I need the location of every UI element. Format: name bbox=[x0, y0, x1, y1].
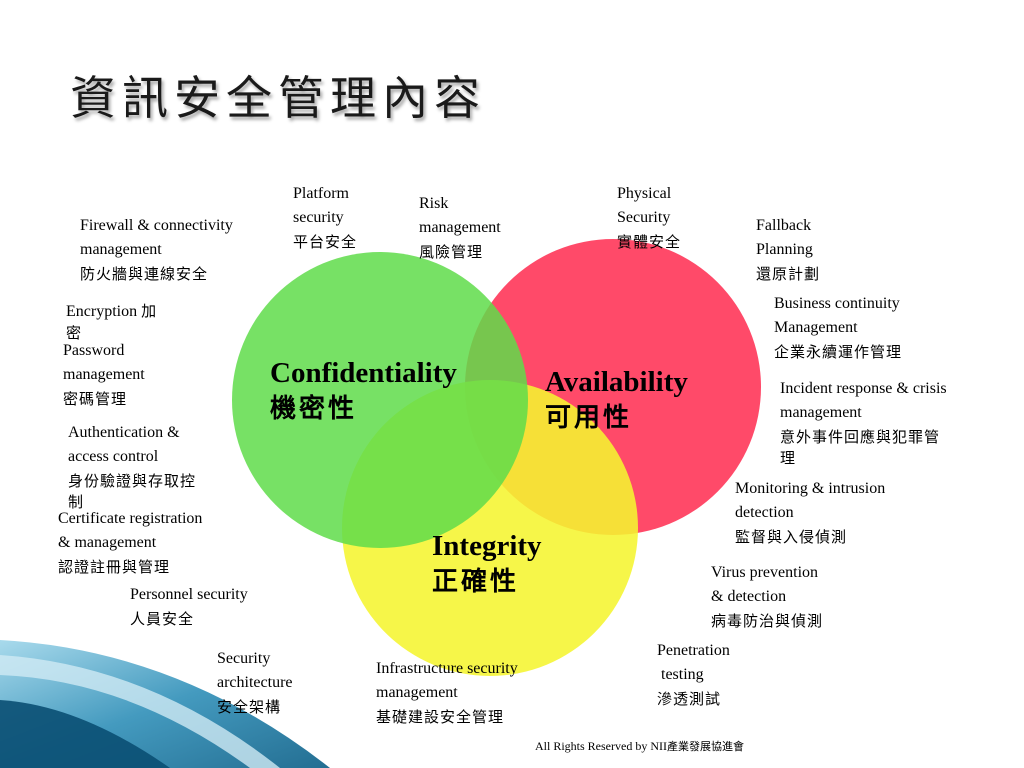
label-authentication: Authentication & access control 身份驗證與存取控… bbox=[68, 421, 196, 511]
label-personnel-security: Personnel security 人員安全 bbox=[130, 583, 248, 631]
label-text: Personnel security bbox=[130, 586, 248, 603]
label-text-zh: 企業永續運作管理 bbox=[774, 343, 903, 361]
integrity-label: Integrity 正確性 bbox=[432, 528, 542, 600]
label-text: Authentication & bbox=[68, 424, 180, 441]
label-text: architecture bbox=[217, 674, 293, 691]
label-text: Security bbox=[617, 209, 671, 226]
label-text-zh: 制 bbox=[68, 493, 85, 511]
footer-text: All Rights Reserved by NII bbox=[535, 739, 667, 753]
label-text: Risk bbox=[419, 195, 449, 212]
label-monitoring: Monitoring & intrusion detection 監督與入侵偵測 bbox=[735, 477, 885, 549]
label-text: Management bbox=[774, 319, 858, 336]
label-physical-security: Physical Security 實體安全 bbox=[617, 182, 681, 254]
label-text: Security bbox=[217, 650, 271, 667]
label-text-zh: 加 bbox=[141, 302, 158, 320]
label-text: Planning bbox=[756, 241, 813, 258]
label-text: Fallback bbox=[756, 217, 812, 234]
confidentiality-label: Confidentiality 機密性 bbox=[270, 355, 457, 427]
label-text-zh: 實體安全 bbox=[617, 233, 682, 251]
label-fallback-planning: Fallback Planning 還原計劃 bbox=[756, 214, 820, 286]
availability-zh: 可用性 bbox=[545, 403, 633, 433]
label-text-zh: 理 bbox=[780, 449, 797, 467]
decorative-swoosh-light bbox=[0, 655, 280, 768]
label-text: management bbox=[80, 241, 162, 258]
integrity-en: Integrity bbox=[432, 530, 542, 562]
label-text: management bbox=[376, 684, 458, 701]
label-text: Certificate registration bbox=[58, 510, 203, 527]
footer-text-zh: 產業發展協進會 bbox=[666, 740, 744, 753]
label-text-zh: 基礎建設安全管理 bbox=[376, 708, 505, 726]
label-text: Monitoring & intrusion bbox=[735, 480, 886, 497]
integrity-zh: 正確性 bbox=[432, 567, 520, 597]
label-text-zh: 密 bbox=[66, 324, 83, 342]
label-text-zh: 認證註冊與管理 bbox=[58, 558, 171, 576]
label-virus-prevention: Virus prevention & detection 病毒防治與偵測 bbox=[711, 561, 823, 633]
confidentiality-en: Confidentiality bbox=[270, 357, 457, 389]
label-text-zh: 還原計劃 bbox=[756, 265, 821, 283]
label-text: Infrastructure security bbox=[376, 660, 518, 677]
label-penetration-testing: Penetration testing 滲透測試 bbox=[657, 639, 730, 711]
label-text-zh: 人員安全 bbox=[130, 610, 195, 628]
label-text: access control bbox=[68, 448, 159, 465]
label-text: Encryption bbox=[66, 303, 138, 320]
label-text: management bbox=[780, 404, 862, 421]
label-text-zh: 密碼管理 bbox=[63, 390, 128, 408]
label-text: detection bbox=[735, 504, 794, 521]
label-text: management bbox=[419, 219, 501, 236]
slide-title: 資訊安全管理內容 bbox=[70, 71, 486, 125]
label-password-management: Password management 密碼管理 bbox=[63, 339, 145, 411]
label-security-architecture: Security architecture 安全架構 bbox=[217, 647, 293, 719]
label-text-zh: 監督與入侵偵測 bbox=[735, 528, 848, 546]
label-text: & management bbox=[58, 534, 157, 551]
label-text-zh: 平台安全 bbox=[293, 233, 358, 251]
decorative-swoosh-dark bbox=[0, 700, 170, 768]
label-text: testing bbox=[657, 666, 704, 683]
label-platform-security: Platform security 平台安全 bbox=[293, 182, 357, 254]
label-text: Penetration bbox=[657, 642, 730, 659]
label-text-zh: 滲透測試 bbox=[657, 690, 722, 708]
label-text: Platform bbox=[293, 185, 349, 202]
availability-en: Availability bbox=[545, 366, 688, 398]
label-text-zh: 身份驗證與存取控 bbox=[68, 472, 197, 490]
label-business-continuity: Business continuity Management 企業永續運作管理 bbox=[774, 292, 902, 364]
label-text: Incident response & crisis bbox=[780, 380, 947, 397]
confidentiality-zh: 機密性 bbox=[270, 394, 358, 424]
label-text-zh: 風險管理 bbox=[419, 243, 484, 261]
label-text: Firewall & connectivity bbox=[80, 217, 233, 234]
label-text: Password bbox=[63, 342, 125, 359]
availability-label: Availability 可用性 bbox=[545, 364, 688, 436]
label-text: Business continuity bbox=[774, 295, 900, 312]
label-risk-management: Risk management 風險管理 bbox=[419, 192, 501, 264]
label-text: Virus prevention bbox=[711, 564, 819, 581]
label-text-zh: 防火牆與連線安全 bbox=[80, 265, 209, 283]
label-text: management bbox=[63, 366, 145, 383]
label-incident-response: Incident response & crisis management 意外… bbox=[780, 377, 947, 467]
label-text-zh: 意外事件回應與犯罪管 bbox=[780, 428, 941, 446]
label-certificate: Certificate registration & management 認證… bbox=[58, 507, 202, 579]
label-infrastructure-security: Infrastructure security management 基礎建設安… bbox=[376, 657, 518, 729]
label-text-zh: 病毒防治與偵測 bbox=[711, 612, 824, 630]
label-text-zh: 安全架構 bbox=[217, 698, 282, 716]
label-encryption: Encryption 加 密 bbox=[66, 299, 157, 342]
label-text: & detection bbox=[711, 588, 787, 605]
footer-copyright: All Rights Reserved by NII產業發展協進會 bbox=[535, 738, 744, 754]
label-firewall: Firewall & connectivity management 防火牆與連… bbox=[80, 214, 233, 286]
label-text: Physical bbox=[617, 185, 672, 202]
confidentiality-circle bbox=[232, 252, 528, 548]
label-text: security bbox=[293, 209, 344, 226]
